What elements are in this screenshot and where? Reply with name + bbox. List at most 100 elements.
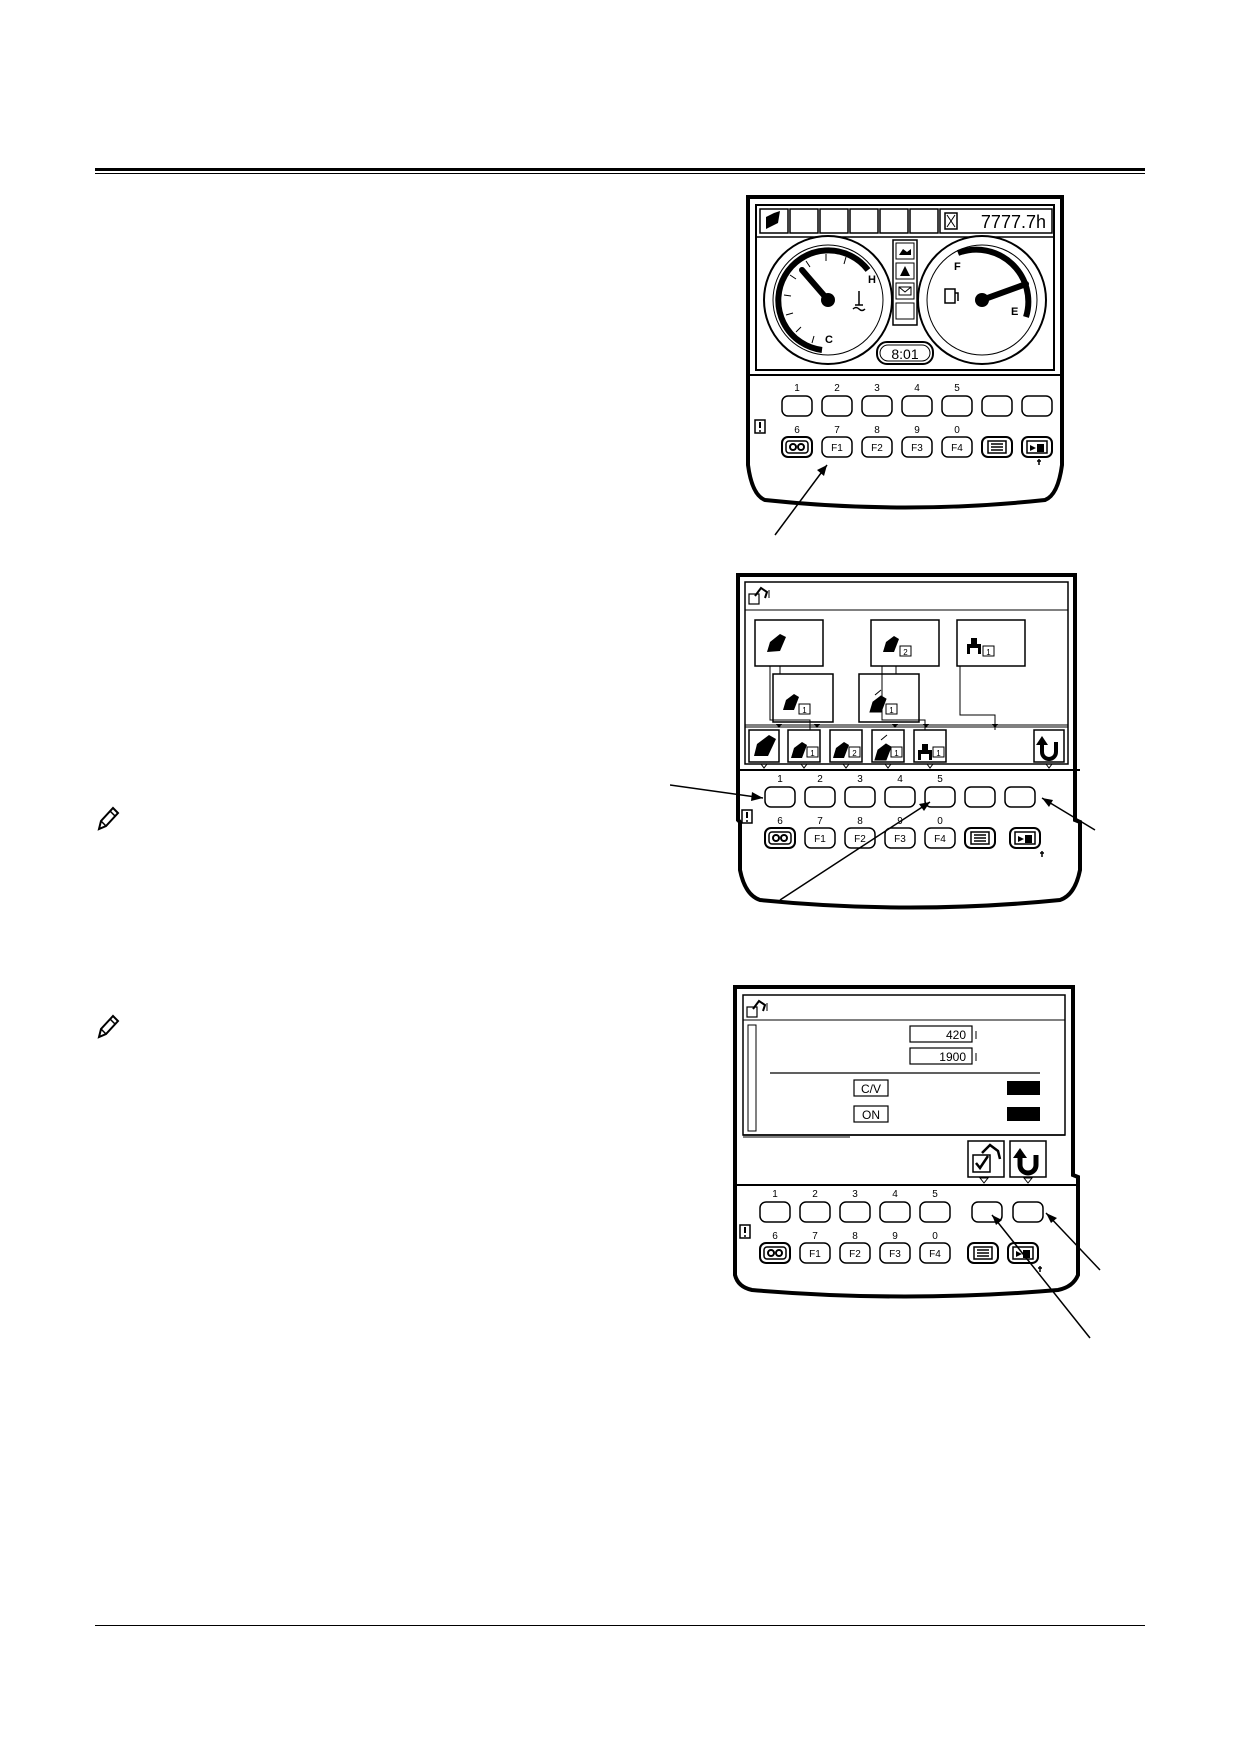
f2-key[interactable] bbox=[839, 1242, 871, 1264]
svg-text:9: 9 bbox=[914, 425, 920, 436]
key-return[interactable] bbox=[1012, 1201, 1044, 1223]
f4-key[interactable] bbox=[924, 827, 956, 849]
status-slot bbox=[849, 208, 879, 234]
svg-text:F2: F2 bbox=[871, 443, 883, 454]
f1-key[interactable] bbox=[821, 436, 853, 458]
work-mode-key[interactable] bbox=[759, 1242, 791, 1264]
svg-text:8: 8 bbox=[874, 425, 880, 436]
svg-text:7: 7 bbox=[812, 1231, 818, 1242]
f4-key[interactable] bbox=[919, 1242, 951, 1264]
key-2[interactable] bbox=[821, 395, 853, 417]
indicator-column bbox=[892, 239, 918, 326]
option-box-2[interactable] bbox=[853, 1105, 889, 1123]
menu-key[interactable] bbox=[964, 827, 996, 849]
svg-text:1: 1 bbox=[936, 749, 941, 758]
key-3[interactable] bbox=[844, 786, 876, 808]
key-4[interactable] bbox=[884, 786, 916, 808]
svg-text:7: 7 bbox=[817, 816, 823, 827]
bucket-icon bbox=[767, 634, 786, 652]
key-3[interactable] bbox=[839, 1201, 871, 1223]
key-4[interactable] bbox=[879, 1201, 911, 1223]
status-slot bbox=[879, 208, 909, 234]
key-2[interactable] bbox=[804, 786, 836, 808]
attachment-menu-icon bbox=[746, 999, 768, 1018]
coolant-icon bbox=[852, 291, 866, 312]
camera-key[interactable] bbox=[1021, 436, 1053, 465]
key-5[interactable] bbox=[919, 1201, 951, 1223]
monitor-panel-1: 7777.7h H C 8:01 bbox=[746, 195, 1064, 536]
key-return[interactable] bbox=[1004, 786, 1036, 808]
svg-text:1: 1 bbox=[894, 749, 899, 758]
key-5[interactable] bbox=[924, 786, 956, 808]
svg-text:2: 2 bbox=[834, 383, 840, 394]
key-1[interactable] bbox=[764, 786, 796, 808]
svg-text:2: 2 bbox=[903, 648, 908, 657]
svg-text:C/V: C/V bbox=[861, 1082, 881, 1096]
warning-icon bbox=[739, 1224, 751, 1239]
attachment-menu-icon bbox=[748, 586, 770, 605]
svg-text:2: 2 bbox=[852, 749, 857, 758]
svg-text:420: 420 bbox=[946, 1028, 966, 1042]
svg-text:1: 1 bbox=[772, 1189, 778, 1200]
svg-text:F3: F3 bbox=[911, 443, 923, 454]
svg-text:1: 1 bbox=[802, 706, 807, 715]
breaker-icon bbox=[967, 638, 981, 654]
value-field-1 bbox=[909, 1025, 973, 1043]
scrollbar[interactable] bbox=[747, 1024, 757, 1132]
indicator-block-1 bbox=[1007, 1081, 1040, 1095]
menu-key[interactable] bbox=[981, 436, 1013, 458]
svg-text:1: 1 bbox=[777, 774, 783, 785]
f4-key[interactable] bbox=[941, 436, 973, 458]
svg-text:5: 5 bbox=[937, 774, 943, 785]
note-pencil-icon bbox=[97, 806, 120, 831]
svg-text:1: 1 bbox=[794, 383, 800, 394]
key-7-blank[interactable] bbox=[1021, 395, 1053, 417]
status-slot bbox=[909, 208, 939, 234]
svg-text:0: 0 bbox=[954, 425, 960, 436]
f1-key[interactable] bbox=[799, 1242, 831, 1264]
key-6-blank[interactable] bbox=[981, 395, 1013, 417]
svg-text:F1: F1 bbox=[809, 1249, 821, 1260]
svg-text:F4: F4 bbox=[951, 443, 963, 454]
svg-text:1900: 1900 bbox=[939, 1050, 966, 1064]
option-box-1[interactable] bbox=[853, 1079, 889, 1097]
key-5[interactable] bbox=[941, 395, 973, 417]
key-4[interactable] bbox=[901, 395, 933, 417]
svg-text:ON: ON bbox=[862, 1108, 880, 1122]
fuel-pump-icon bbox=[944, 288, 959, 304]
svg-text:C: C bbox=[825, 334, 833, 346]
f3-key[interactable] bbox=[879, 1242, 911, 1264]
work-mode-key[interactable] bbox=[764, 827, 796, 849]
svg-text:4: 4 bbox=[914, 383, 920, 394]
work-mode-key[interactable] bbox=[781, 436, 813, 458]
key-1[interactable] bbox=[759, 1201, 791, 1223]
warning-icon bbox=[741, 809, 753, 824]
svg-text:F4: F4 bbox=[929, 1249, 941, 1260]
svg-text:F3: F3 bbox=[889, 1249, 901, 1260]
svg-text:0: 0 bbox=[937, 816, 943, 827]
svg-text:7: 7 bbox=[834, 425, 840, 436]
footer-rule bbox=[95, 1625, 1145, 1626]
svg-text:8: 8 bbox=[852, 1231, 858, 1242]
bucket-icon bbox=[766, 211, 780, 229]
f1-key[interactable] bbox=[804, 827, 836, 849]
svg-text:3: 3 bbox=[852, 1189, 858, 1200]
bucket-icon bbox=[883, 636, 899, 652]
svg-text:5: 5 bbox=[932, 1189, 938, 1200]
f3-key[interactable] bbox=[901, 436, 933, 458]
key-6-blank[interactable] bbox=[964, 786, 996, 808]
bucket-icon bbox=[783, 694, 799, 710]
svg-text:3: 3 bbox=[874, 383, 880, 394]
checkmark-icon bbox=[967, 1140, 1005, 1178]
camera-key[interactable] bbox=[1009, 827, 1044, 857]
warning-icon bbox=[754, 419, 766, 434]
key-3[interactable] bbox=[861, 395, 893, 417]
key-1[interactable] bbox=[781, 395, 813, 417]
menu-key[interactable] bbox=[967, 1242, 999, 1264]
key-2[interactable] bbox=[799, 1201, 831, 1223]
return-arrow-icon bbox=[1009, 1140, 1047, 1178]
svg-text:8: 8 bbox=[857, 816, 863, 827]
hour-meter: 7777.7h bbox=[981, 212, 1046, 232]
f2-key[interactable] bbox=[861, 436, 893, 458]
f3-key[interactable] bbox=[884, 827, 916, 849]
